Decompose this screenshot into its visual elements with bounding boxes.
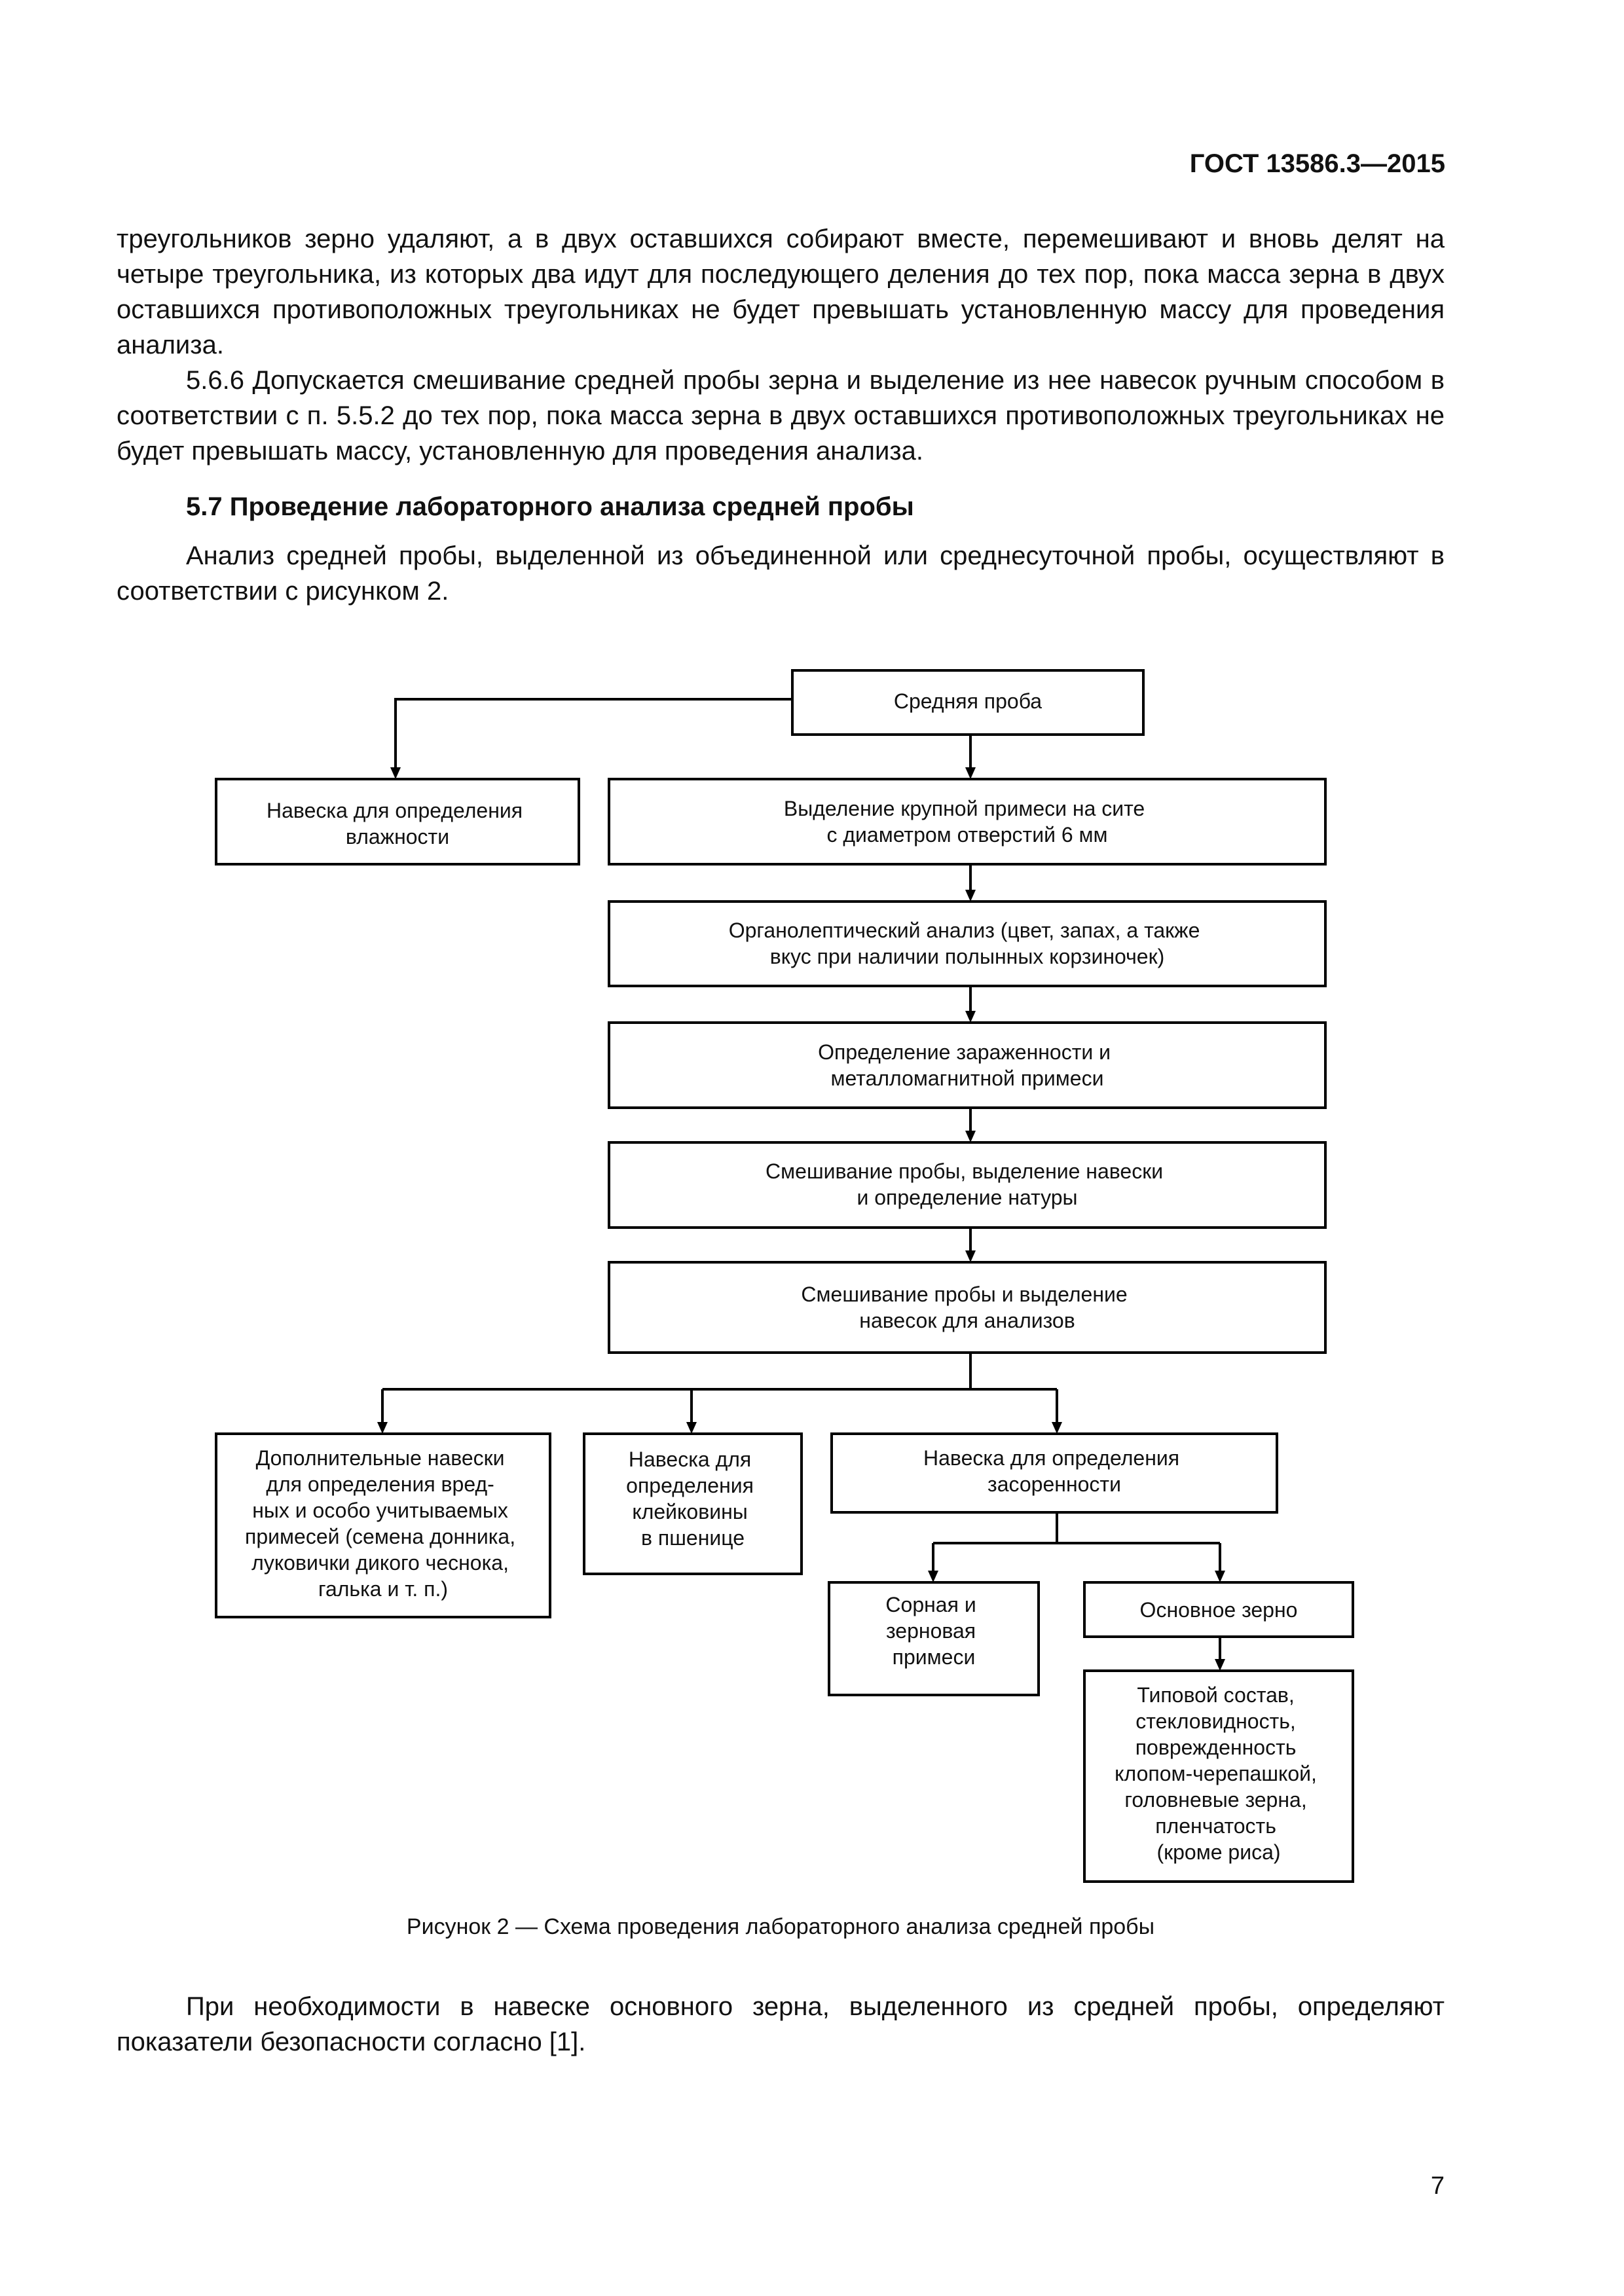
document-id-header: ГОСТ 13586.3—2015 xyxy=(1189,149,1445,178)
node-text-weed-grain-impurity: Сорная и зерновая примеси xyxy=(885,1593,982,1669)
node-text-moisture-portion: Навеска для определения влажности xyxy=(267,799,528,848)
node-text-mixing-portions: Смешивание пробы и выделение навесок для… xyxy=(801,1283,1133,1332)
paragraph-5-7-intro: Анализ средней пробы, выделенной из объе… xyxy=(117,541,1445,606)
figure-caption: Рисунок 2 — Схема проведения лабораторно… xyxy=(406,1914,1155,1939)
flowchart-nodes xyxy=(215,669,1354,1883)
node-box-mixing-nature xyxy=(608,1141,1327,1229)
node-text-coarse-impurity: Выделение крупной примеси на сите с диам… xyxy=(784,797,1151,847)
node-box-main-grain xyxy=(1083,1581,1354,1638)
page-number: 7 xyxy=(1430,2172,1445,2200)
node-text-average-sample: Средняя проба xyxy=(894,689,1042,713)
node-text-additional-portions: Дополнительные навески для определения в… xyxy=(245,1446,521,1601)
arrowhead-coarse xyxy=(965,767,976,779)
node-box-infestation xyxy=(608,1021,1327,1109)
node-text-organoleptic: Органолептический анализ (цвет, запах, а… xyxy=(729,919,1206,968)
arrowhead-additional xyxy=(377,1422,388,1434)
node-box-moisture-portion xyxy=(215,778,580,866)
arrowhead-infestation xyxy=(965,1011,976,1023)
node-box-weed-grain-impurity xyxy=(828,1581,1040,1696)
node-text-mixing-nature: Смешивание пробы, выделение навески и оп… xyxy=(766,1159,1169,1209)
arrowhead-type-composition xyxy=(1215,1659,1225,1671)
paragraph-triangles: треугольников зерно удаляют, а в двух ос… xyxy=(117,225,1445,359)
connector-average-to-moisture xyxy=(394,698,792,771)
connector-contamination-split xyxy=(932,1512,1221,1575)
arrowhead-mixing-nature xyxy=(965,1131,976,1142)
arrowhead-organoleptic xyxy=(965,890,976,902)
paragraph-5-6-6: 5.6.6 Допускается смешивание средней про… xyxy=(117,366,1445,465)
arrowhead-weed xyxy=(928,1571,938,1582)
node-text-infestation: Определение зараженности и металломагнит… xyxy=(818,1040,1116,1090)
connector-portions-split xyxy=(381,1353,1058,1426)
node-box-additional-portions xyxy=(215,1432,551,1618)
node-box-mixing-portions xyxy=(608,1261,1327,1354)
node-text-main-grain: Основное зерно xyxy=(1140,1598,1298,1622)
node-box-coarse-impurity xyxy=(608,778,1327,866)
node-box-organoleptic xyxy=(608,900,1327,987)
arrowhead-mixing-portions xyxy=(965,1250,976,1262)
node-box-contamination-portion xyxy=(830,1432,1278,1514)
flowchart-arrowheads xyxy=(377,767,1225,1671)
arrowhead-gluten xyxy=(686,1422,697,1434)
node-box-average-sample xyxy=(791,669,1145,736)
arrowhead-moisture xyxy=(390,767,401,779)
node-text-type-composition: Типовой состав, стекловидность, поврежде… xyxy=(1115,1683,1323,1864)
section-5-7-title: 5.7 Проведение лабораторного анализа сре… xyxy=(186,492,914,521)
flowchart-node-texts: Средняя проба Навеска для определения вл… xyxy=(245,689,1323,1864)
flowchart-connectors xyxy=(381,698,1221,1663)
node-text-contamination-portion: Навеска для определения засоренности xyxy=(923,1446,1185,1496)
arrowhead-contamination xyxy=(1052,1422,1062,1434)
paragraph-closing: При необходимости в навеске основного зе… xyxy=(117,1992,1445,2056)
node-box-gluten-portion xyxy=(583,1432,803,1575)
arrowhead-main-grain xyxy=(1215,1571,1225,1582)
node-text-gluten-portion: Навеска для определения клейковины в пше… xyxy=(626,1448,760,1550)
node-box-type-composition xyxy=(1083,1669,1354,1883)
